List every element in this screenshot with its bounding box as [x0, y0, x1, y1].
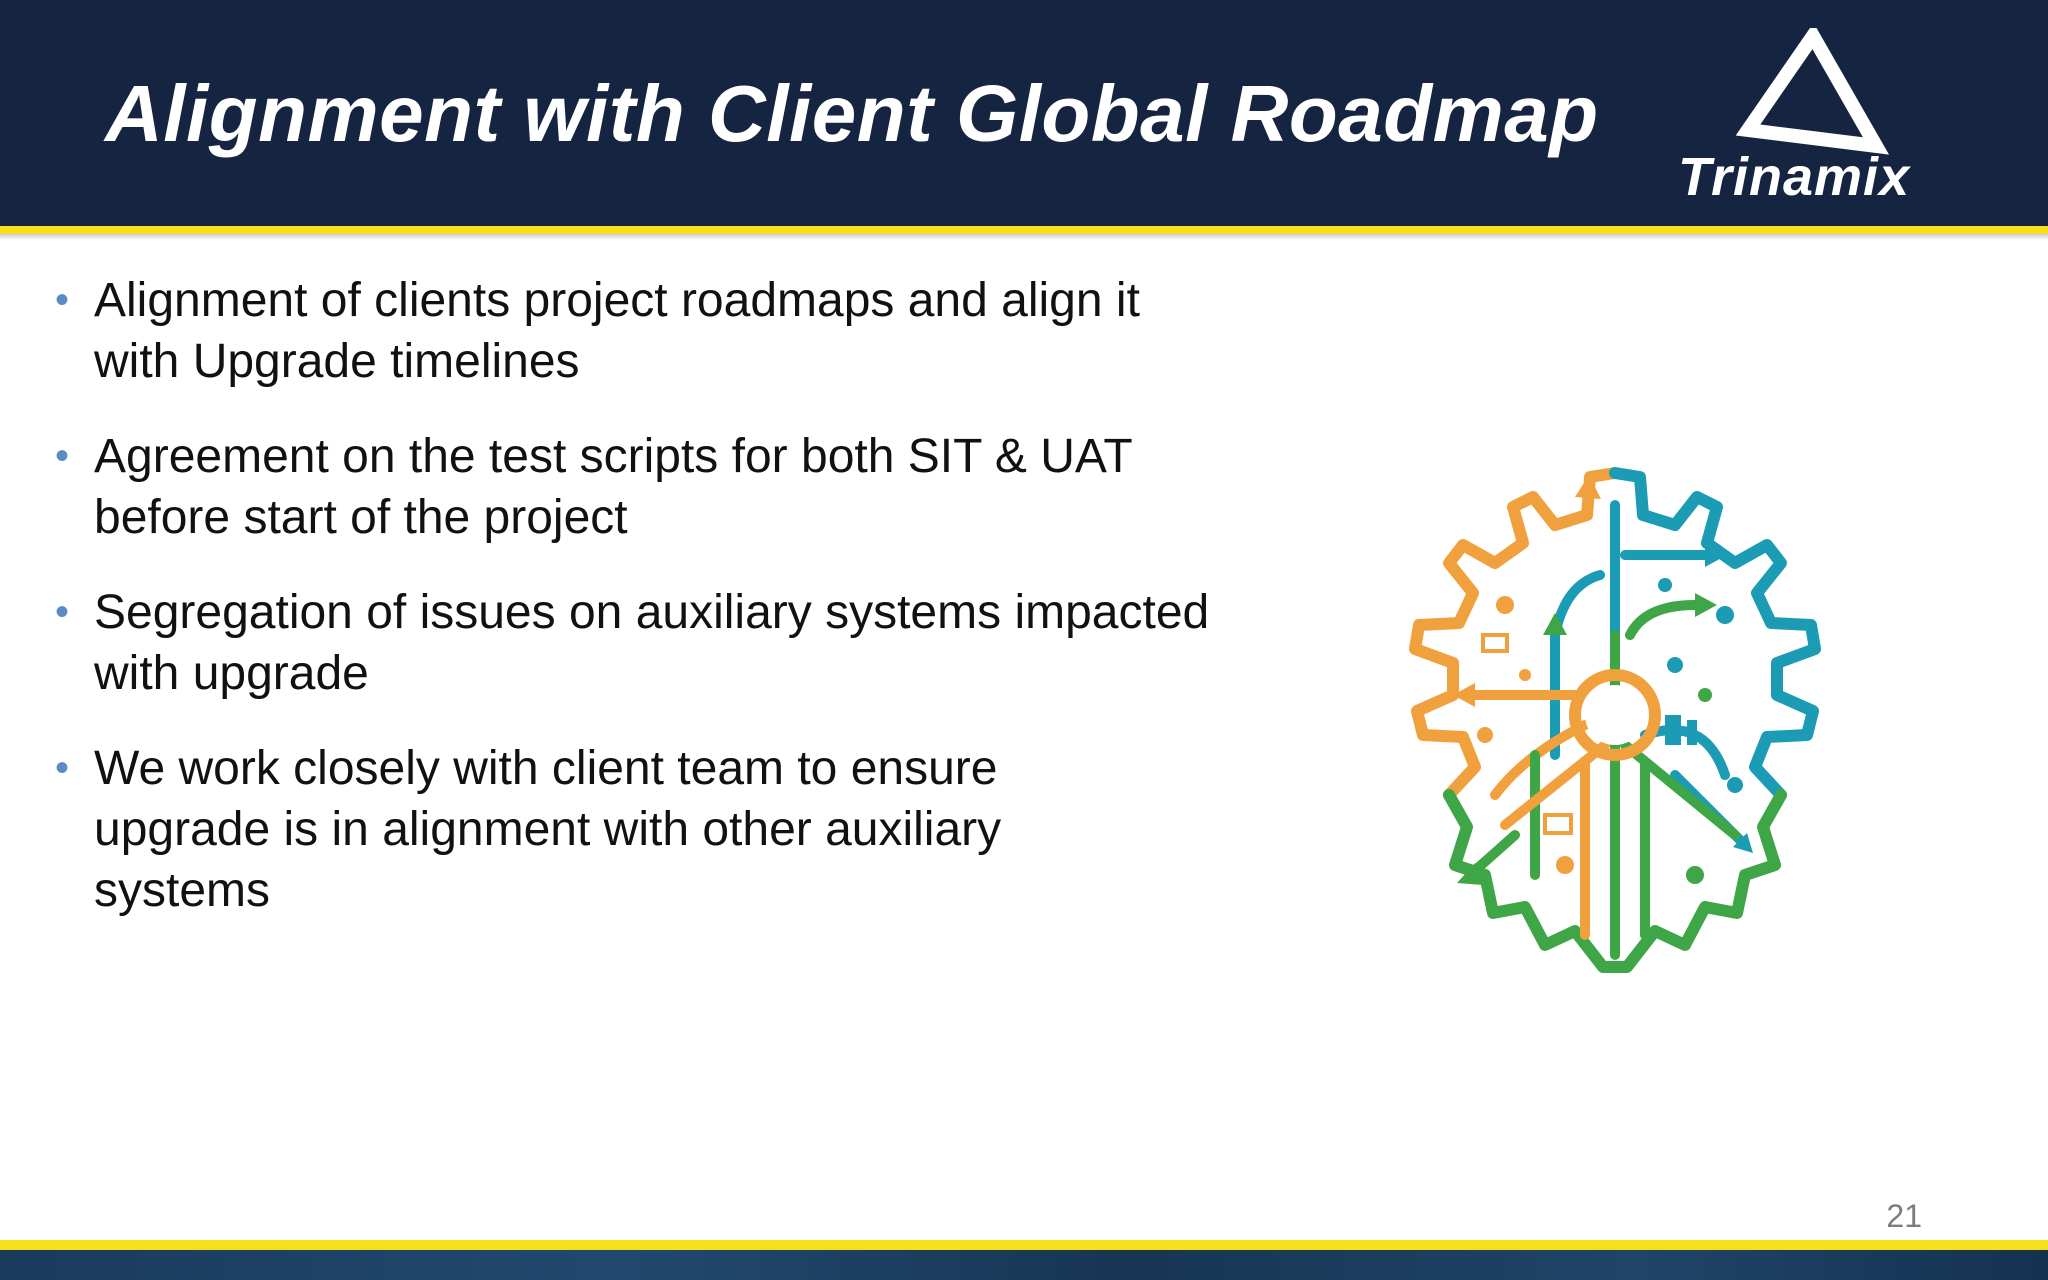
bullet-item: • We work closely with client team to en…	[55, 738, 1215, 921]
bullet-item: • Agreement on the test scripts for both…	[55, 426, 1215, 548]
bullet-text: Agreement on the test scripts for both S…	[94, 430, 1133, 544]
bullet-text: Segregation of issues on auxiliary syste…	[94, 586, 1210, 700]
slide-header	[0, 0, 2048, 226]
bullet-dot-icon: •	[55, 278, 70, 322]
bullet-dot-icon: •	[55, 434, 70, 478]
bullet-text: Alignment of clients project roadmaps an…	[94, 274, 1140, 388]
gear-business-icon	[1375, 455, 1855, 1000]
bullet-text: We work closely with client team to ensu…	[94, 742, 1002, 917]
bullet-item: • Segregation of issues on auxiliary sys…	[55, 582, 1215, 704]
footer-band	[0, 1250, 2048, 1280]
header-accent-line	[0, 226, 2048, 234]
bullet-item: • Alignment of clients project roadmaps …	[55, 270, 1215, 392]
logo-text: Trinamix	[1678, 147, 1911, 207]
footer-accent-line	[0, 1240, 2048, 1250]
bullet-dot-icon: •	[55, 590, 70, 634]
bullet-list: • Alignment of clients project roadmaps …	[55, 270, 1215, 955]
slide-title: Alignment with Client Global Roadmap	[105, 69, 1599, 158]
trinamix-logo: Trinamix	[1668, 22, 1968, 208]
page-number: 21	[1886, 1198, 1922, 1234]
triangle-logo-icon	[1735, 22, 1890, 155]
bullet-dot-icon: •	[55, 746, 70, 790]
header-shadow	[0, 234, 2048, 240]
